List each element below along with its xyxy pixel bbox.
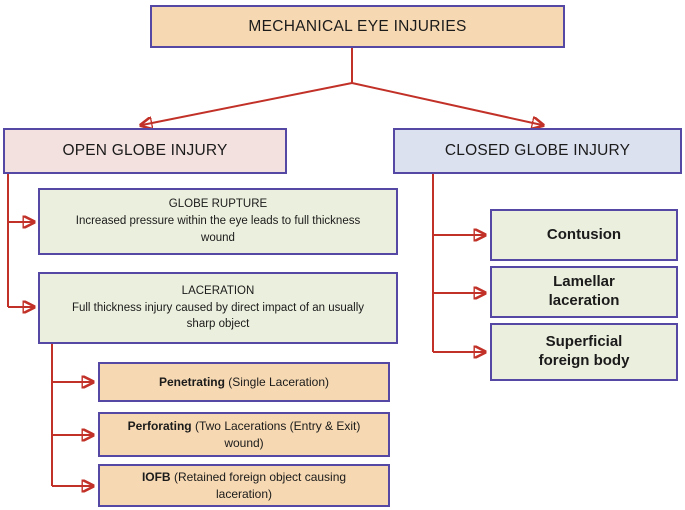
penetrating-label: Penetrating (Single Laceration) (158, 374, 330, 389)
globe-rupture-desc: Increased pressure within the eye leads … (75, 215, 361, 244)
node-mechanical-eye-injuries: MECHANICAL EYE INJURIES (150, 5, 565, 48)
node-iofb: IOFB (Retained foreign object causing la… (98, 464, 390, 507)
node-title-label: MECHANICAL EYE INJURIES (248, 17, 467, 35)
node-closed-globe-injury: CLOSED GLOBE INJURY (393, 128, 682, 174)
node-superficial-foreign-body: Superficial foreign body (490, 323, 678, 381)
open-globe-label: OPEN GLOBE INJURY (62, 142, 228, 159)
connector-title-to-open-globe (142, 82, 353, 125)
node-open-globe-injury: OPEN GLOBE INJURY (3, 128, 287, 174)
connector-title-to-closed-globe (351, 82, 542, 125)
lamellar-label: Lamellar laceration (548, 273, 620, 309)
node-penetrating: Penetrating (Single Laceration) (98, 362, 390, 402)
node-perforating: Perforating (Two Lacerations (Entry & Ex… (98, 412, 390, 457)
superficial-label: Superficial foreign body (538, 333, 630, 369)
contusion-label: Contusion (546, 225, 622, 243)
iofb-label: IOFB (Retained foreign object causing la… (141, 470, 347, 501)
node-lamellar-laceration: Lamellar laceration (490, 266, 678, 318)
closed-globe-label: CLOSED GLOBE INJURY (444, 142, 631, 159)
globe-rupture-title: GLOBE RUPTURE (168, 198, 268, 211)
node-contusion: Contusion (490, 209, 678, 261)
laceration-desc: Full thickness injury caused by direct i… (71, 301, 365, 331)
node-globe-rupture: GLOBE RUPTURE Increased pressure within … (38, 188, 398, 255)
laceration-title: LACERATION (181, 284, 255, 297)
node-laceration: LACERATION Full thickness injury caused … (38, 272, 398, 344)
perforating-label: Perforating (Two Lacerations (Entry & Ex… (127, 419, 361, 450)
